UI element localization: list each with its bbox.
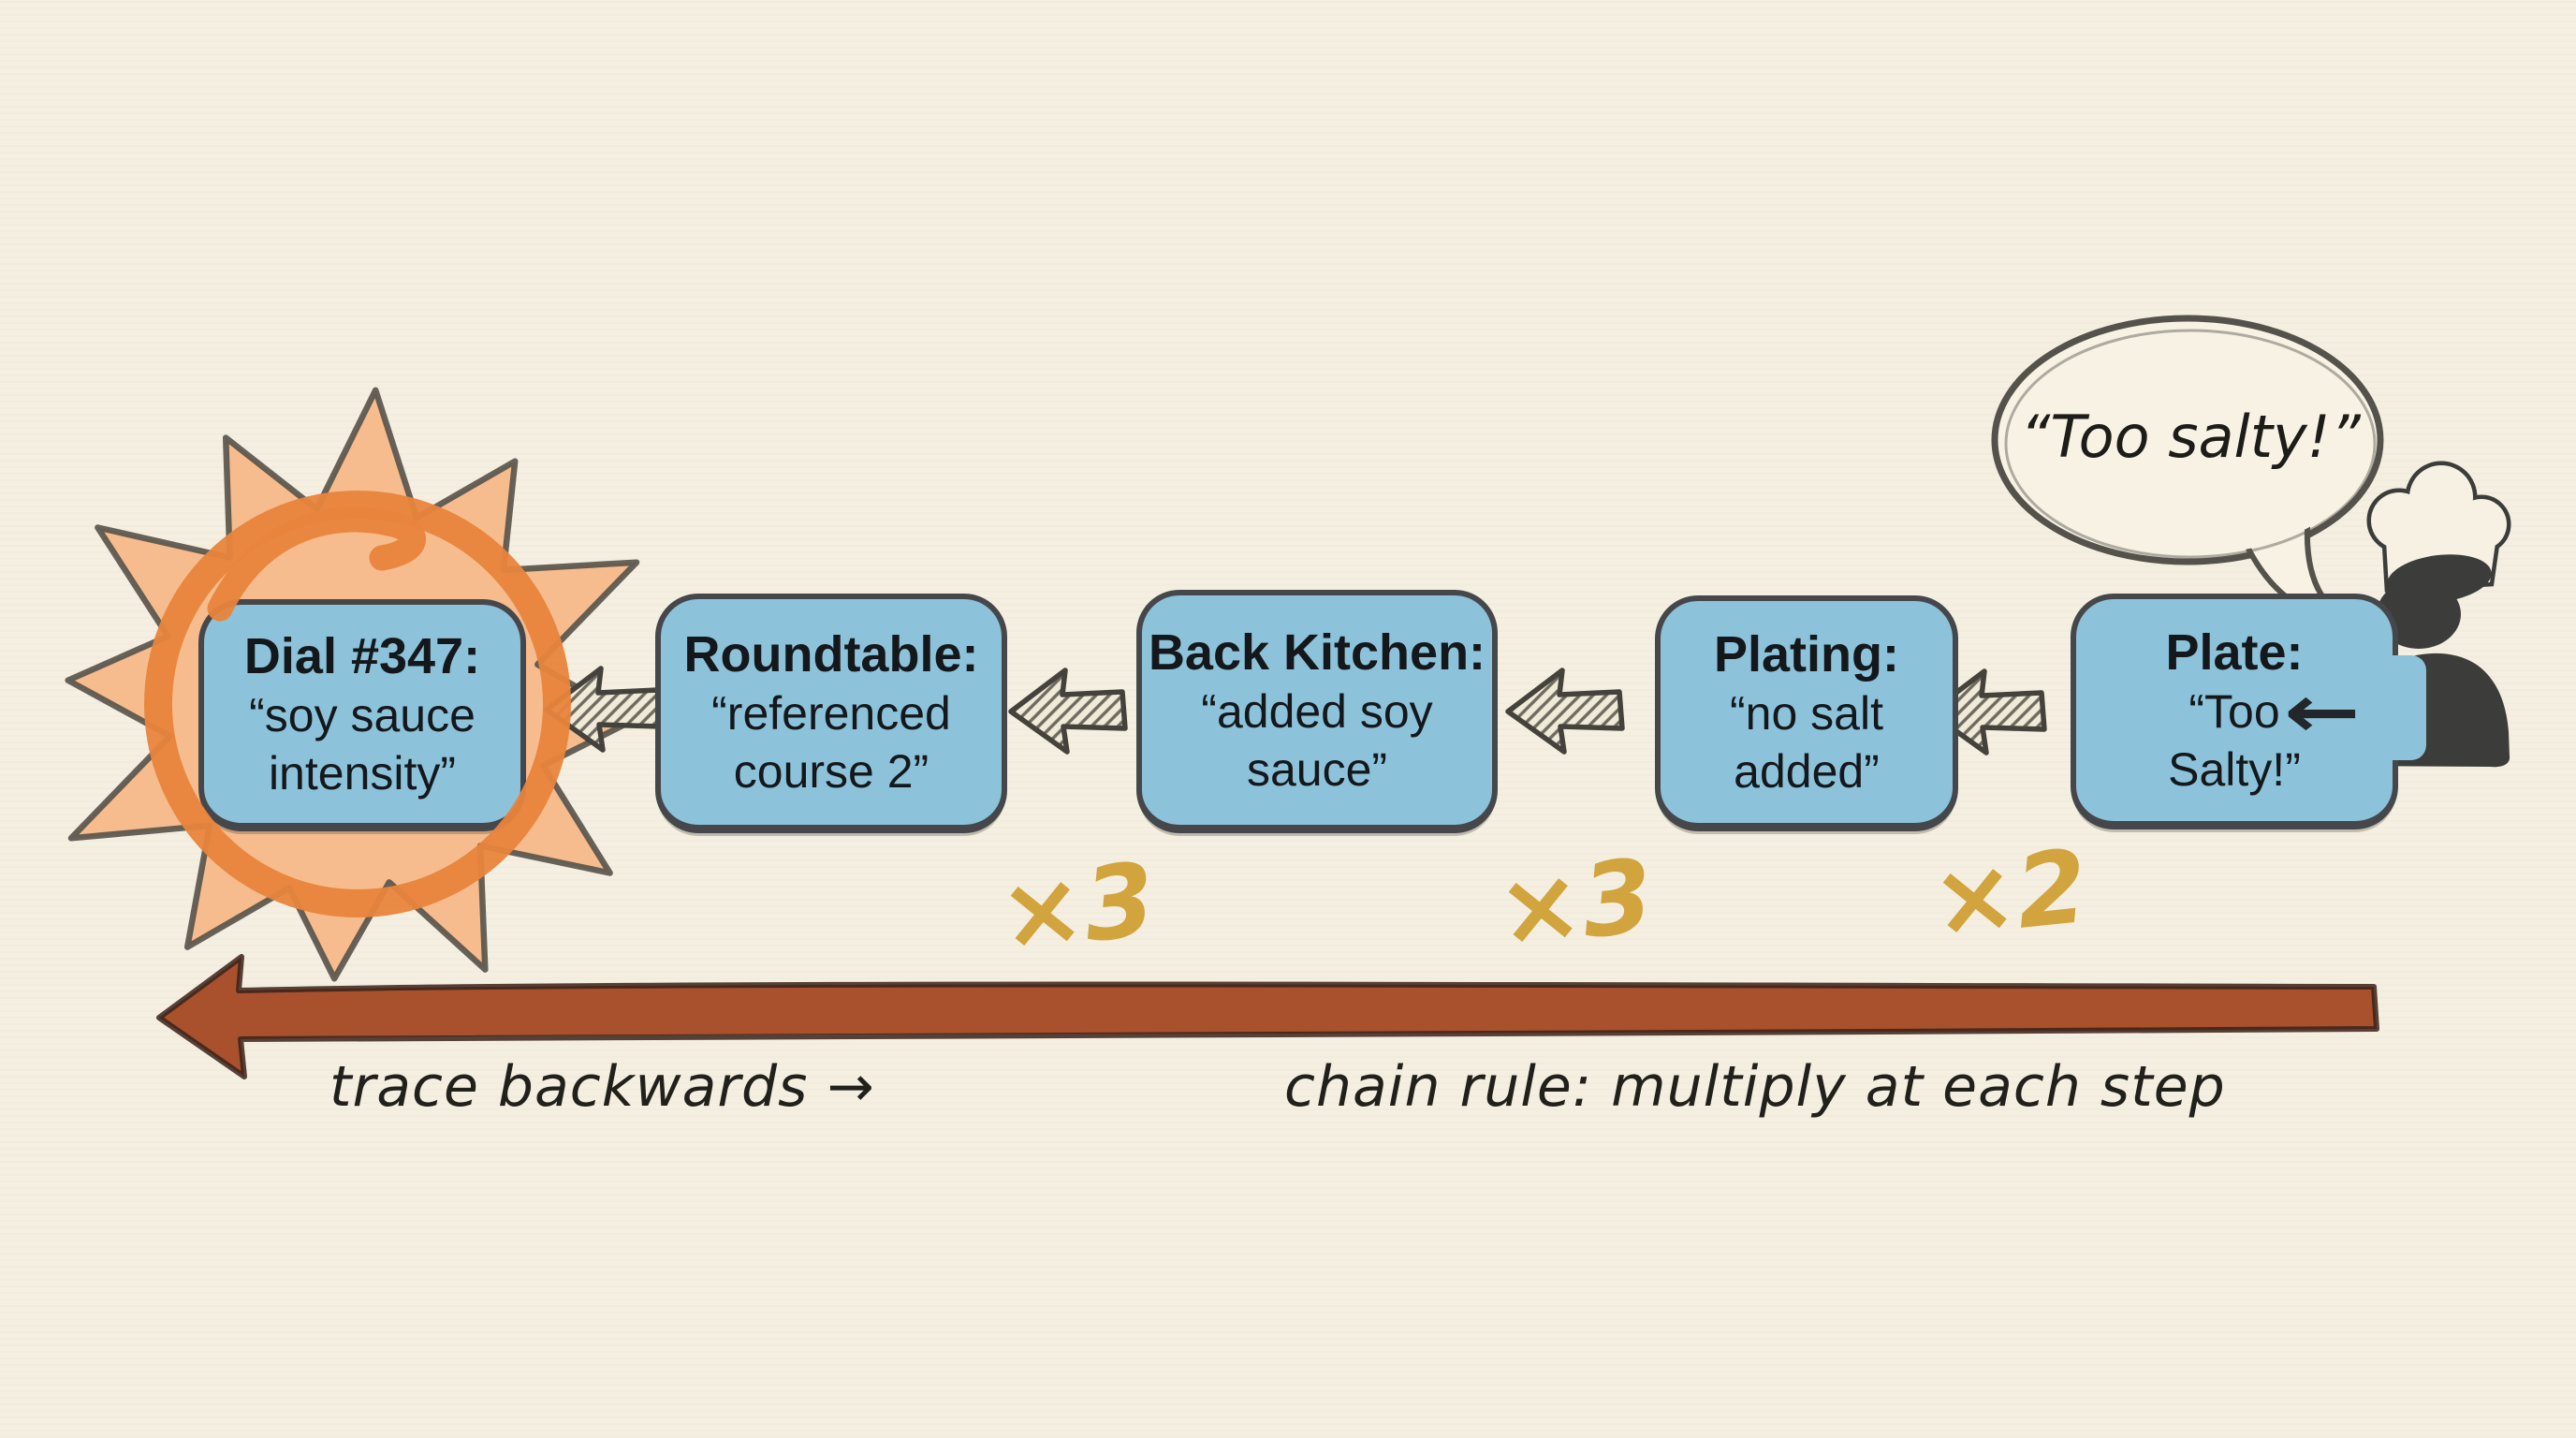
step-arrow-left-icon: [547, 668, 661, 750]
step-arrow-left-icon: [1011, 670, 1125, 752]
node-quote: “referenced course 2”: [711, 686, 951, 798]
feedback-left-arrow-icon: ←: [2283, 670, 2361, 755]
node-plate: Plate: “Too Salty!”: [2071, 594, 2398, 829]
node-back-kitchen: Back Kitchen: “added soy sauce”: [1136, 590, 1498, 833]
node-plating: Plating: “no salt added”: [1655, 595, 1958, 831]
step-arrow-left-icon: [1508, 670, 1622, 752]
speech-bubble: [1991, 315, 2384, 628]
node-title: Back Kitchen:: [1148, 624, 1486, 681]
node-quote: “soy sauce intensity”: [249, 688, 476, 800]
node-quote: “no salt added”: [1730, 686, 1883, 798]
caption-trace-backwards: trace backwards →: [329, 1054, 875, 1120]
node-dial-347: Dial #347: “soy sauce intensity”: [198, 599, 526, 831]
node-quote: “Too Salty!”: [2168, 684, 2301, 796]
node-title: Plating:: [1714, 625, 1899, 682]
multiplier-label: ×3: [1491, 837, 1659, 971]
caption-chain-rule: chain rule: multiply at each step: [1284, 1054, 2226, 1120]
node-roundtable: Roundtable: “referenced course 2”: [655, 594, 1007, 833]
multiplier-label: ×3: [993, 841, 1161, 975]
node-title: Roundtable:: [683, 625, 979, 682]
node-quote: “added soy sauce”: [1201, 684, 1433, 796]
node-title: Plate:: [2165, 624, 2304, 681]
node-title: Dial #347:: [243, 627, 481, 684]
plate-tab: [2364, 655, 2426, 760]
multiplier-label: ×2: [1925, 828, 2093, 961]
speech-bubble-text: “Too salty!”: [2020, 403, 2361, 471]
